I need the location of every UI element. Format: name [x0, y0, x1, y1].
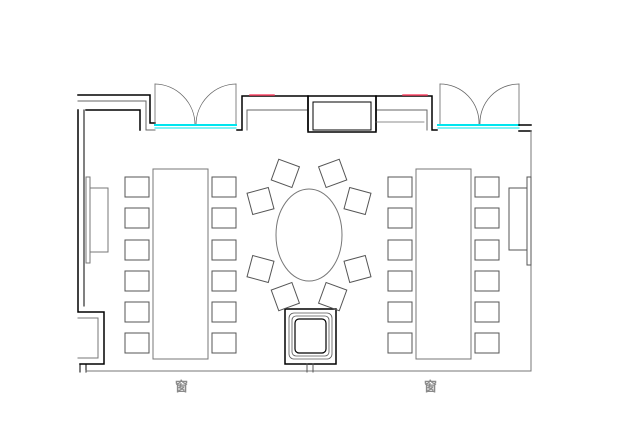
right-console: [508, 176, 532, 266]
chair: [124, 270, 150, 292]
chair: [474, 207, 500, 229]
round-table-chair: [317, 281, 348, 312]
chair: [387, 332, 413, 354]
round-table-chair: [343, 254, 372, 284]
round-table-chair: [246, 186, 275, 216]
round-table-chair: [270, 158, 301, 189]
window-label-right: 窗: [424, 380, 438, 395]
chair: [211, 301, 237, 323]
top-wall-right: [518, 124, 532, 132]
top-wall-middle: [236, 95, 438, 133]
chair: [387, 301, 413, 323]
chair: [211, 332, 237, 354]
chair: [211, 239, 237, 261]
round-table-chair: [317, 158, 348, 189]
chair: [474, 176, 500, 198]
chair: [211, 176, 237, 198]
chair: [474, 239, 500, 261]
window-label-left: 窗: [175, 380, 189, 395]
chair: [124, 332, 150, 354]
chair: [387, 207, 413, 229]
round-table-chair: [246, 254, 275, 284]
chair: [474, 301, 500, 323]
chair: [474, 270, 500, 292]
left-banquet-table: [152, 168, 209, 360]
left-wall: [77, 109, 105, 373]
chair: [124, 176, 150, 198]
chair: [124, 239, 150, 261]
round-table-chair: [270, 281, 301, 312]
structural-column: [284, 308, 337, 373]
round-table-chair: [343, 186, 372, 216]
top-wall-left: [77, 94, 156, 131]
chair: [387, 176, 413, 198]
chair: [474, 332, 500, 354]
chair: [124, 301, 150, 323]
left-console: [85, 176, 109, 264]
chair: [211, 270, 237, 292]
chair: [211, 207, 237, 229]
chair: [387, 239, 413, 261]
oval-table: [275, 188, 343, 282]
double-door-left: [154, 83, 237, 126]
double-door-right: [439, 83, 520, 126]
chair: [387, 270, 413, 292]
chair: [124, 207, 150, 229]
right-banquet-table: [415, 168, 472, 360]
